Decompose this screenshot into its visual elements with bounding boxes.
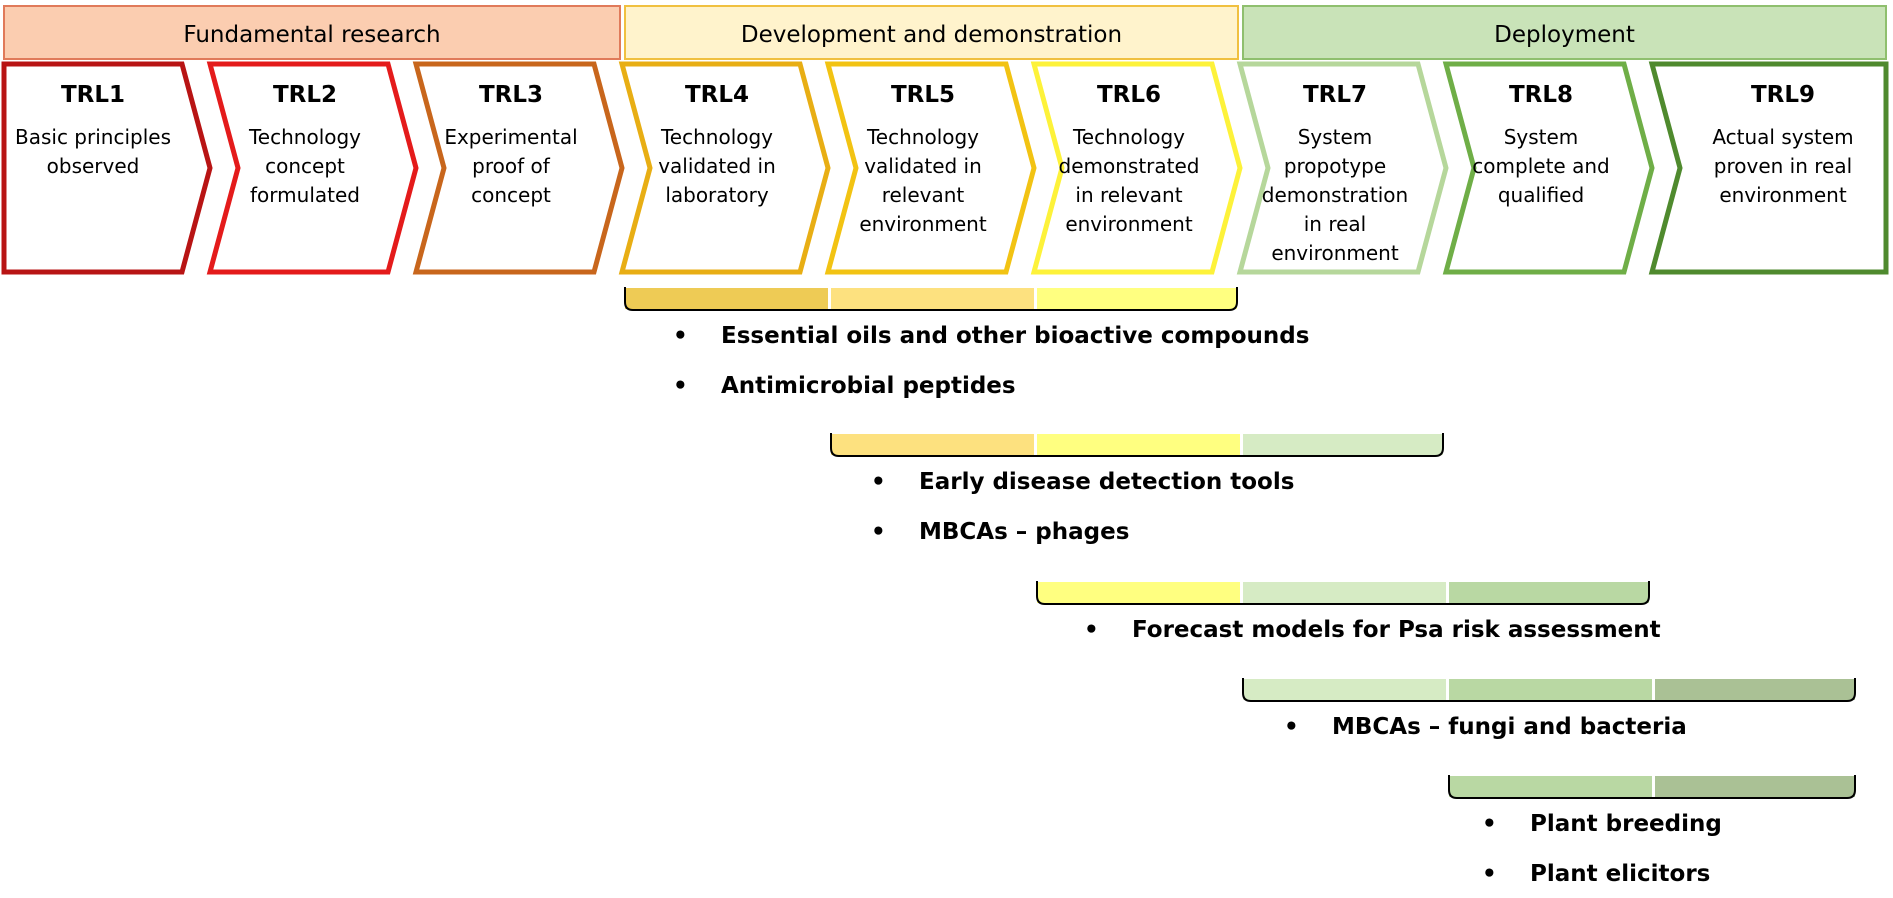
- trl-description-line: relevant: [882, 183, 965, 207]
- trl-description-line: System: [1298, 125, 1373, 149]
- trl-description-line: Technology: [248, 125, 361, 149]
- technology-group: • Forecast models for Psa risk assessment: [1036, 581, 1661, 643]
- trl-label: TRL8: [1509, 82, 1573, 108]
- trl-label: TRL4: [685, 82, 749, 108]
- technology-group: • Plant breeding • Plant elicitors: [1448, 775, 1856, 887]
- trl-range-bracket: [1242, 678, 1856, 702]
- bullet-icon: •: [871, 519, 886, 545]
- trl-description-line: validated in: [864, 154, 982, 178]
- trl-description-line: qualified: [1498, 183, 1584, 207]
- trl-description-line: laboratory: [665, 183, 769, 207]
- trl-chevron-1: [1, 61, 213, 275]
- technology-group: • Early disease detection tools • MBCAs – p…: [830, 433, 1444, 545]
- phase-bar: [3, 5, 621, 60]
- bullet-icon: •: [871, 469, 886, 495]
- technology-item: MBCAs – phages: [919, 519, 1129, 545]
- trl-description-line: complete and: [1472, 154, 1609, 178]
- bullet-icon: •: [1284, 714, 1299, 740]
- trl-description-line: in relevant: [1075, 183, 1182, 207]
- technology-item: Plant breeding: [1530, 811, 1722, 837]
- trl-range-segment: [831, 434, 1034, 455]
- trl-chevron-3: [412, 61, 625, 275]
- trl-description-line: System: [1504, 125, 1579, 149]
- trl-chevron-7: [1236, 61, 1449, 275]
- trl-range-segment: [1449, 776, 1652, 797]
- technology-item: MBCAs – fungi and bacteria: [1332, 714, 1687, 740]
- trl-range-segment: [831, 288, 1034, 309]
- trl-description-line: environment: [1065, 212, 1193, 236]
- trl-description-line: concept: [265, 154, 345, 178]
- trl-description-line: Actual system: [1712, 125, 1853, 149]
- trl-label: TRL7: [1303, 82, 1367, 108]
- technology-group: • MBCAs – fungi and bacteria: [1242, 678, 1856, 740]
- trl-range-segment: [1655, 679, 1855, 700]
- trl-range-bracket: [830, 433, 1444, 457]
- technology-item: Forecast models for Psa risk assessment: [1132, 617, 1661, 643]
- trl-description-line: environment: [1719, 183, 1847, 207]
- trl-range-segment: [1037, 434, 1240, 455]
- trl-description-line: demonstrated: [1059, 154, 1200, 178]
- trl-range-segment: [1449, 679, 1652, 700]
- technology-group: • Essential oils and other bioactive comp…: [624, 287, 1309, 399]
- trl-description-line: environment: [1271, 241, 1399, 265]
- trl-description-line: validated in: [658, 154, 776, 178]
- trl-label: TRL2: [273, 82, 337, 108]
- phase-bar: [624, 5, 1239, 60]
- trl-description-line: propotype: [1284, 154, 1386, 178]
- technology-item: Early disease detection tools: [919, 469, 1294, 495]
- phase-label: Development and demonstration: [741, 22, 1122, 48]
- trl-description-line: proof of: [472, 154, 551, 178]
- trl-label: TRL1: [61, 82, 125, 108]
- trl-description-line: proven in real: [1714, 154, 1852, 178]
- trl-range-segment: [1037, 288, 1237, 309]
- trl-range-segment: [1037, 582, 1240, 603]
- trl-chevron-5: [824, 61, 1037, 275]
- trl-description-line: observed: [47, 154, 140, 178]
- trl-range-segment: [1243, 582, 1446, 603]
- trl-label: TRL9: [1751, 82, 1815, 108]
- trl-range-bracket: [1036, 581, 1650, 605]
- trl-description-line: Technology: [866, 125, 979, 149]
- trl-description-line: in real: [1304, 212, 1367, 236]
- bullet-icon: •: [1084, 617, 1099, 643]
- trl-label: TRL5: [891, 82, 955, 108]
- trl-range-bracket: [1448, 775, 1856, 799]
- trl-description-line: Basic principles: [15, 125, 171, 149]
- trl-description-line: concept: [471, 183, 551, 207]
- technology-item: Antimicrobial peptides: [721, 373, 1016, 399]
- trl-range-segment: [1243, 434, 1443, 455]
- trl-description-line: Technology: [660, 125, 773, 149]
- trl-description-line: formulated: [250, 183, 360, 207]
- phase-bar: [1242, 5, 1887, 60]
- trl-description-line: environment: [859, 212, 987, 236]
- technology-item: Essential oils and other bioactive compo…: [721, 323, 1309, 349]
- trl-range-segment: [1449, 582, 1649, 603]
- trl-range-segment: [625, 288, 828, 309]
- trl-range-segment: [1243, 679, 1446, 700]
- technology-groups: • Essential oils and other bioactive comp…: [624, 287, 1856, 887]
- phase-label: Deployment: [1494, 22, 1635, 48]
- trl-description-line: demonstration: [1262, 183, 1408, 207]
- bullet-icon: •: [1482, 811, 1497, 837]
- trl-label: TRL6: [1097, 82, 1161, 108]
- trl-description-line: Experimental: [444, 125, 577, 149]
- trl-chevron-9: [1648, 61, 1889, 275]
- trl-label: TRL3: [479, 82, 543, 108]
- trl-chevron-2: [206, 61, 419, 275]
- trl-chevron-6: [1030, 61, 1243, 275]
- phase-headers: Fundamental research Development and demo…: [3, 5, 1887, 60]
- trl-description-line: Technology: [1072, 125, 1185, 149]
- trl-chevron-4: [618, 61, 831, 275]
- trl-range-bracket: [624, 287, 1238, 311]
- trl-range-segment: [1655, 776, 1855, 797]
- bullet-icon: •: [1482, 861, 1497, 887]
- phase-label: Fundamental research: [183, 22, 440, 48]
- bullet-icon: •: [673, 323, 688, 349]
- technology-item: Plant elicitors: [1530, 861, 1710, 887]
- bullet-icon: •: [673, 373, 688, 399]
- trl-chevron-8: [1442, 61, 1655, 275]
